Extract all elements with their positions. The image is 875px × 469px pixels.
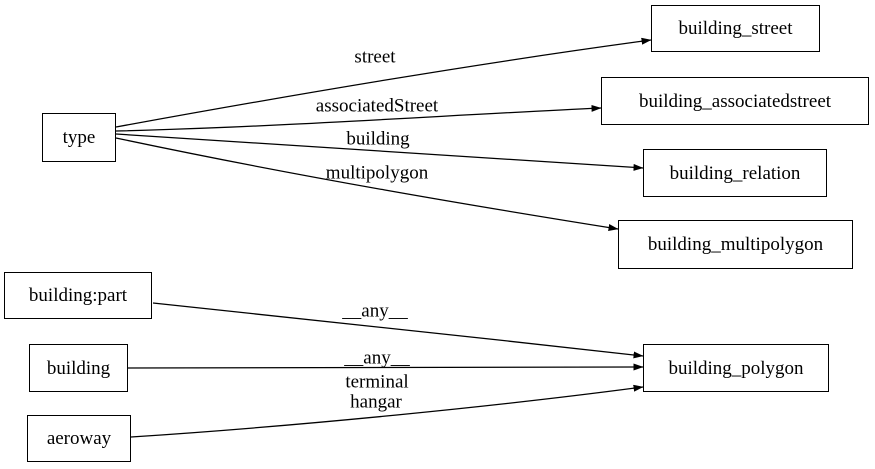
edge-type-building-street xyxy=(115,37,652,128)
edge-label-hangar: hangar xyxy=(350,391,402,413)
node-building: building xyxy=(29,344,128,392)
edge-type-building-relation xyxy=(115,133,644,171)
node-building-associatedstreet: building_associatedstreet xyxy=(601,77,869,125)
node-building-relation: building_relation xyxy=(643,149,827,197)
edge-label-building: building xyxy=(346,128,410,150)
edge-buildingpart-building-polygon xyxy=(152,302,644,359)
edge-label-street: street xyxy=(354,46,396,68)
edge-type-building-associatedstreet xyxy=(115,104,602,132)
node-building-polygon: building_polygon xyxy=(643,344,829,392)
node-building-multipolygon: building_multipolygon xyxy=(618,220,853,269)
edge-label-any-building: __any__ xyxy=(344,347,410,369)
node-type: type xyxy=(42,113,116,162)
node-building-part: building:part xyxy=(4,272,152,319)
edge-label-associatedstreet: associatedStreet xyxy=(315,95,439,117)
edge-label-any-buildingpart: __any__ xyxy=(342,300,408,322)
edge-building-building-polygon xyxy=(127,363,644,371)
edge-label-multipolygon: multipolygon xyxy=(325,162,429,184)
edge-type-building-multipolygon xyxy=(115,137,619,231)
edge-label-terminal: terminal xyxy=(345,371,409,393)
edge-aeroway-building-polygon xyxy=(130,384,644,438)
node-building-street: building_street xyxy=(651,5,820,52)
node-aeroway: aeroway xyxy=(27,415,131,462)
